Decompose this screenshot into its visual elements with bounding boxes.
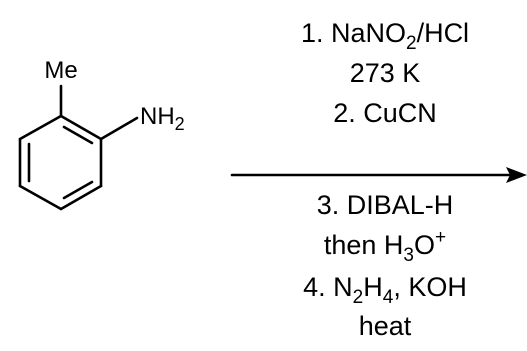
ring-double-bond xyxy=(62,180,94,200)
condition-superscript: + xyxy=(435,227,446,248)
condition-subscript: 2 xyxy=(406,33,417,54)
ring-bond xyxy=(18,184,63,211)
amine-bond xyxy=(99,116,139,141)
condition-text: H xyxy=(363,272,383,302)
condition-text: O xyxy=(414,230,435,260)
ring-double-bond xyxy=(62,125,94,145)
amine-label: NH2 xyxy=(140,103,185,134)
amine-subscript: 2 xyxy=(175,114,185,134)
methyl-label: Me xyxy=(44,57,77,84)
condition-subscript: 2 xyxy=(353,287,364,308)
condition-text: 2. CuCN xyxy=(333,98,437,128)
condition-line: 3. DIBAL-H xyxy=(317,190,454,220)
ring-bond xyxy=(18,114,63,141)
condition-text: 3. DIBAL-H xyxy=(317,190,454,220)
ring-bond xyxy=(59,184,103,211)
arrow-head xyxy=(506,167,527,183)
condition-line: then H3O+ xyxy=(324,227,446,266)
reaction-arrow xyxy=(230,167,527,183)
condition-line: 273 K xyxy=(350,58,421,88)
benzene-ring xyxy=(18,114,103,211)
condition-text: /HCl xyxy=(417,18,470,48)
condition-text: , KOH xyxy=(393,272,467,302)
condition-text: 273 K xyxy=(350,58,421,88)
conditions-above-arrow: 1. NaNO2/HCl 273 K 2. CuCN xyxy=(301,18,469,128)
condition-text: then H xyxy=(324,230,404,260)
starting-material: Me NH2 xyxy=(18,57,185,211)
condition-text: 1. NaNO xyxy=(301,18,406,48)
condition-line: 1. NaNO2/HCl xyxy=(301,18,469,54)
condition-line: heat xyxy=(359,311,412,341)
ring-bond xyxy=(59,114,103,141)
condition-text: heat xyxy=(359,311,412,341)
condition-text: 4. N xyxy=(303,272,353,302)
condition-subscript: 4 xyxy=(383,287,394,308)
condition-line: 2. CuCN xyxy=(333,98,437,128)
condition-line: 4. N2H4, KOH xyxy=(303,272,467,308)
amine-main: NH xyxy=(140,103,175,130)
condition-subscript: 3 xyxy=(403,245,414,266)
